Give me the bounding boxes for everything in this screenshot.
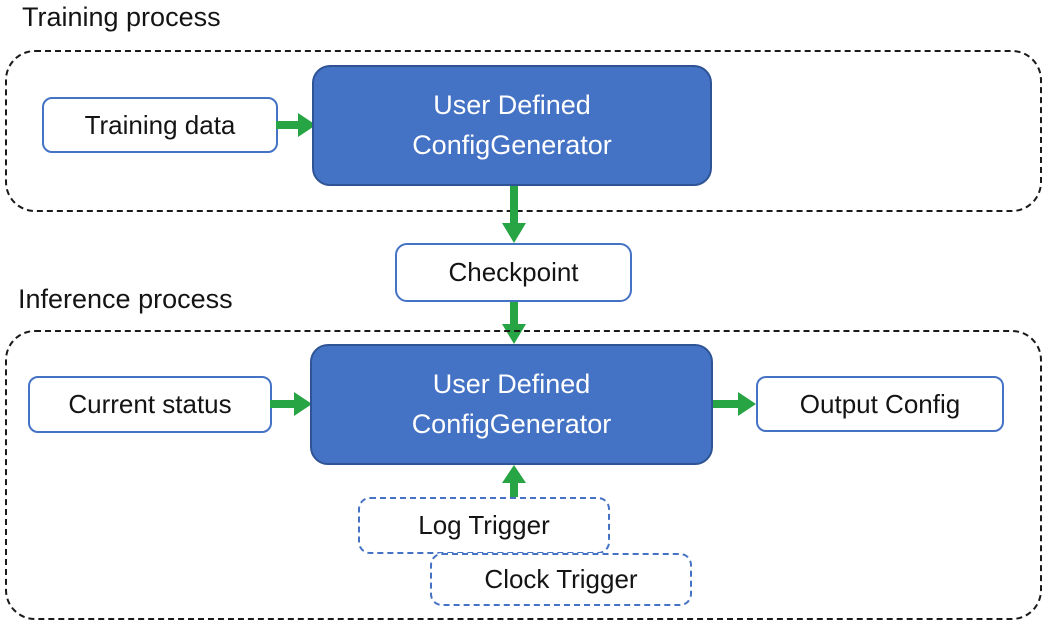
inference-config-generator-line2: ConfigGenerator xyxy=(411,408,612,439)
arrow-up-icon xyxy=(499,465,529,497)
arrow-down-icon xyxy=(499,186,529,243)
arrow-right-icon xyxy=(276,110,316,140)
output-config-box: Output Config xyxy=(756,376,1004,432)
inference-config-generator-box: User Defined ConfigGenerator xyxy=(310,344,713,465)
training-config-generator-box: User Defined ConfigGenerator xyxy=(312,65,712,186)
arrow-right-icon xyxy=(713,389,756,419)
log-trigger-box: Log Trigger xyxy=(358,497,610,554)
arrow-right-icon xyxy=(270,389,312,419)
clock-trigger-box: Clock Trigger xyxy=(430,553,692,606)
inference-process-container xyxy=(5,330,1042,620)
training-config-generator-line2: ConfigGenerator xyxy=(412,129,612,160)
current-status-box: Current status xyxy=(28,376,272,433)
training-process-container xyxy=(5,50,1042,212)
arrow-down-icon xyxy=(499,302,529,344)
checkpoint-box: Checkpoint xyxy=(395,243,632,302)
inference-section-label: Inference process xyxy=(18,284,233,314)
training-config-generator-line1: User Defined xyxy=(433,90,591,121)
inference-config-generator-line1: User Defined xyxy=(432,369,591,400)
training-data-box: Training data xyxy=(42,97,278,153)
training-section-label: Training process xyxy=(22,2,221,32)
